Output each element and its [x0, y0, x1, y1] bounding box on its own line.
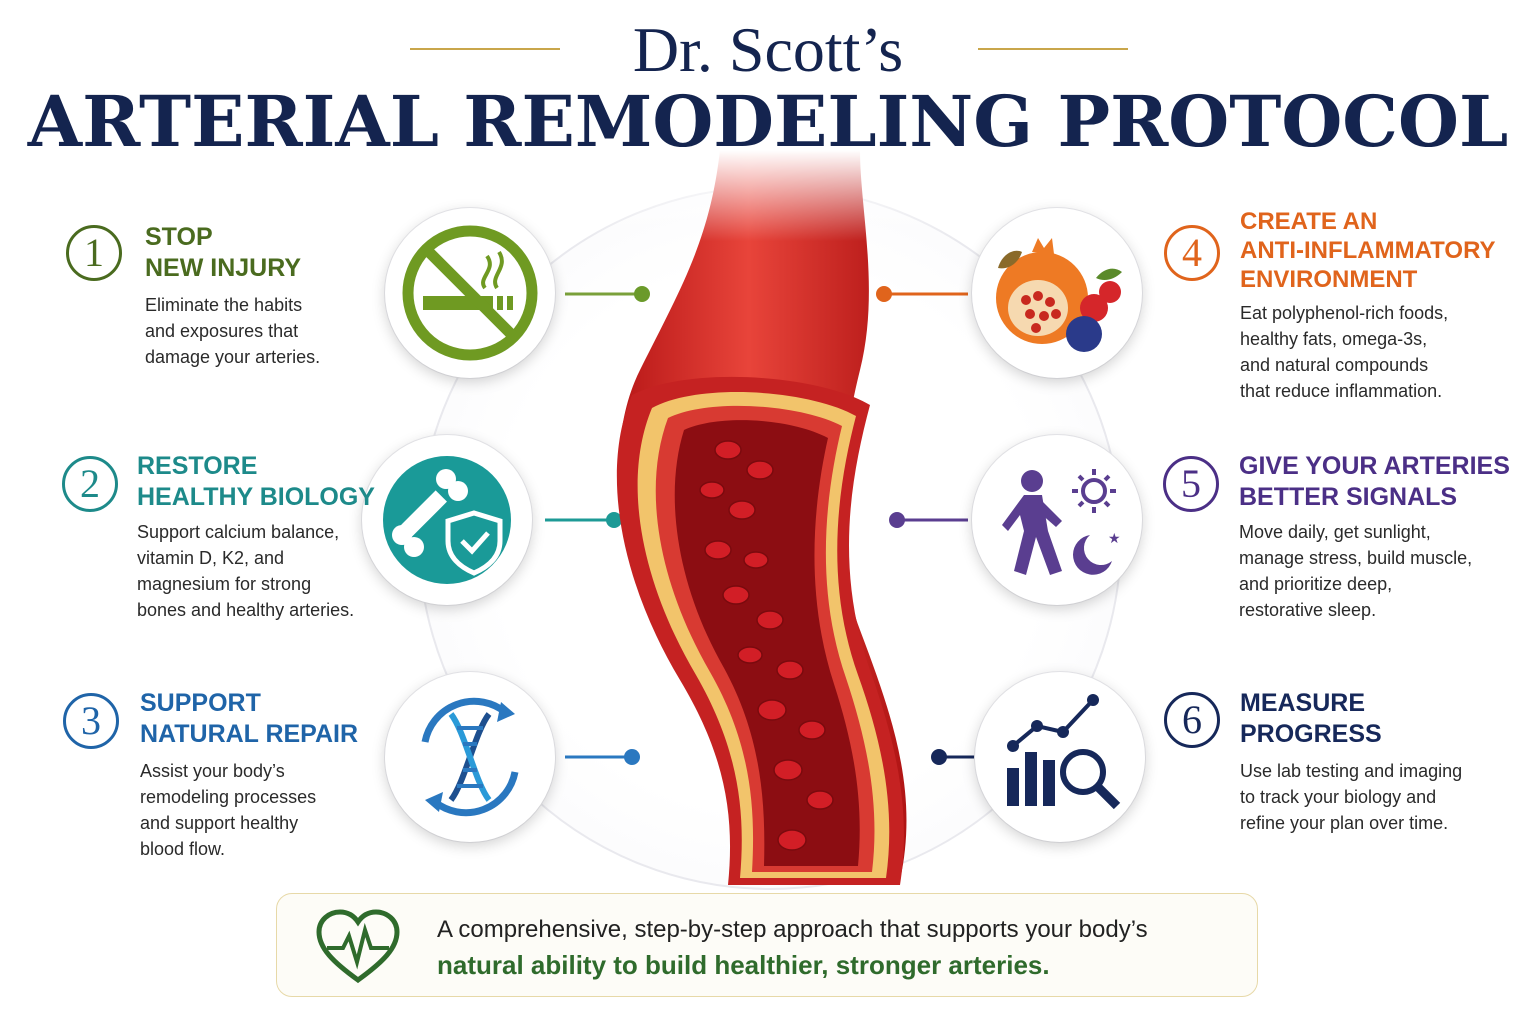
step-3-title-line: NATURAL REPAIR — [140, 720, 359, 748]
step-5-desc-line: restorative sleep. — [1239, 600, 1377, 620]
step-2-title-line: RESTORE — [137, 452, 258, 480]
step-1-title-line: STOP — [145, 223, 213, 251]
step-3-desc-line: remodeling processes — [140, 787, 317, 807]
step-5-title-line: BETTER SIGNALS — [1239, 483, 1458, 511]
summary-banner: A comprehensive, step-by-step approach t… — [276, 893, 1258, 997]
title-top: Dr. Scott’s — [632, 14, 904, 85]
step-6-desc-line: refine your plan over time. — [1240, 813, 1449, 833]
fruit-icon — [972, 208, 1142, 378]
step-5-number: 5 — [1163, 456, 1219, 512]
step-5-description: Move daily, get sunlight, manage stress,… — [1239, 519, 1472, 623]
step-4-number: 4 — [1164, 225, 1220, 281]
step-1-title-line: NEW INJURY — [145, 254, 302, 282]
step-3-desc-line: blood flow. — [140, 839, 226, 859]
chart-magnifier-icon — [975, 672, 1145, 842]
step-2-desc-line: magnesium for strong — [137, 574, 312, 594]
banner-line-2: natural ability to build healthier, stro… — [437, 950, 1050, 980]
page-title: ARTERIAL REMODELING PROTOCOL — [27, 80, 1509, 163]
step-6-desc-line: Use lab testing and imaging — [1240, 761, 1463, 781]
step-3-desc-line: and support healthy — [140, 813, 299, 833]
step-6-title-line: MEASURE — [1240, 689, 1366, 717]
step-4-desc-line: healthy fats, omega-3s, — [1240, 329, 1428, 349]
step-3-desc-line: Assist your body’s — [140, 761, 285, 781]
step-5-desc-line: Move daily, get sunlight, — [1239, 522, 1431, 542]
step-2-description: Support calcium balance, vitamin D, K2, … — [137, 519, 354, 623]
step-5-desc-line: manage stress, build muscle, — [1239, 548, 1473, 568]
step-3-description: Assist your body’s remodeling processes … — [140, 758, 316, 862]
step-5-desc-line: and prioritize deep, — [1239, 574, 1393, 594]
step-5-title-line: GIVE YOUR ARTERIES — [1239, 452, 1510, 480]
step-1-desc-line: and exposures that — [145, 321, 299, 341]
step-2-title: RESTORE HEALTHY BIOLOGY — [137, 451, 375, 513]
step-2-number: 2 — [62, 456, 118, 512]
step-3-number: 3 — [63, 693, 119, 749]
step-4-desc-line: Eat polyphenol-rich foods, — [1240, 303, 1449, 323]
step-4-title-line: ENVIRONMENT — [1240, 266, 1418, 293]
step-2-title-line: HEALTHY BIOLOGY — [137, 483, 375, 511]
step-6-desc-line: to track your biology and — [1240, 787, 1437, 807]
step-1-desc-line: Eliminate the habits — [145, 295, 303, 315]
step-3-title: SUPPORT NATURAL REPAIR — [140, 688, 358, 750]
title-rule-right — [978, 48, 1128, 50]
walk-sun-moon-icon: ★ — [972, 435, 1142, 605]
step-1-number: 1 — [66, 225, 122, 281]
step-4-title-line: ANTI-INFLAMMATORY — [1240, 237, 1496, 264]
step-6-title: MEASURE PROGRESS — [1240, 688, 1382, 750]
step-2-desc-line: vitamin D, K2, and — [137, 548, 285, 568]
step-4-description: Eat polyphenol-rich foods, healthy fats,… — [1240, 300, 1448, 404]
no-smoking-icon — [385, 208, 555, 378]
dna-cycle-icon — [385, 672, 555, 842]
step-2-desc-line: Support calcium balance, — [137, 522, 340, 542]
artery-illustration — [560, 150, 980, 910]
step-2-desc-line: bones and healthy arteries. — [137, 600, 355, 620]
step-1-description: Eliminate the habits and exposures that … — [145, 292, 320, 370]
bone-shield-icon — [362, 435, 532, 605]
step-1-title: STOP NEW INJURY — [145, 222, 301, 284]
step-4-title: CREATE AN ANTI-INFLAMMATORY ENVIRONMENT — [1240, 207, 1496, 294]
banner-line-1: A comprehensive, step-by-step approach t… — [437, 916, 1148, 943]
step-3-title-line: SUPPORT — [140, 689, 261, 717]
step-5-title: GIVE YOUR ARTERIES BETTER SIGNALS — [1239, 451, 1510, 513]
step-4-title-line: CREATE AN — [1240, 208, 1378, 235]
svg-text:★: ★ — [1108, 531, 1121, 547]
step-6-title-line: PROGRESS — [1240, 720, 1382, 748]
step-6-number: 6 — [1164, 692, 1220, 748]
step-6-description: Use lab testing and imaging to track you… — [1240, 758, 1462, 836]
title-rule-left — [410, 48, 560, 50]
heart-pulse-icon — [316, 909, 400, 984]
step-4-desc-line: that reduce inflammation. — [1240, 381, 1443, 401]
step-4-desc-line: and natural compounds — [1240, 355, 1429, 375]
step-1-desc-line: damage your arteries. — [145, 347, 321, 367]
